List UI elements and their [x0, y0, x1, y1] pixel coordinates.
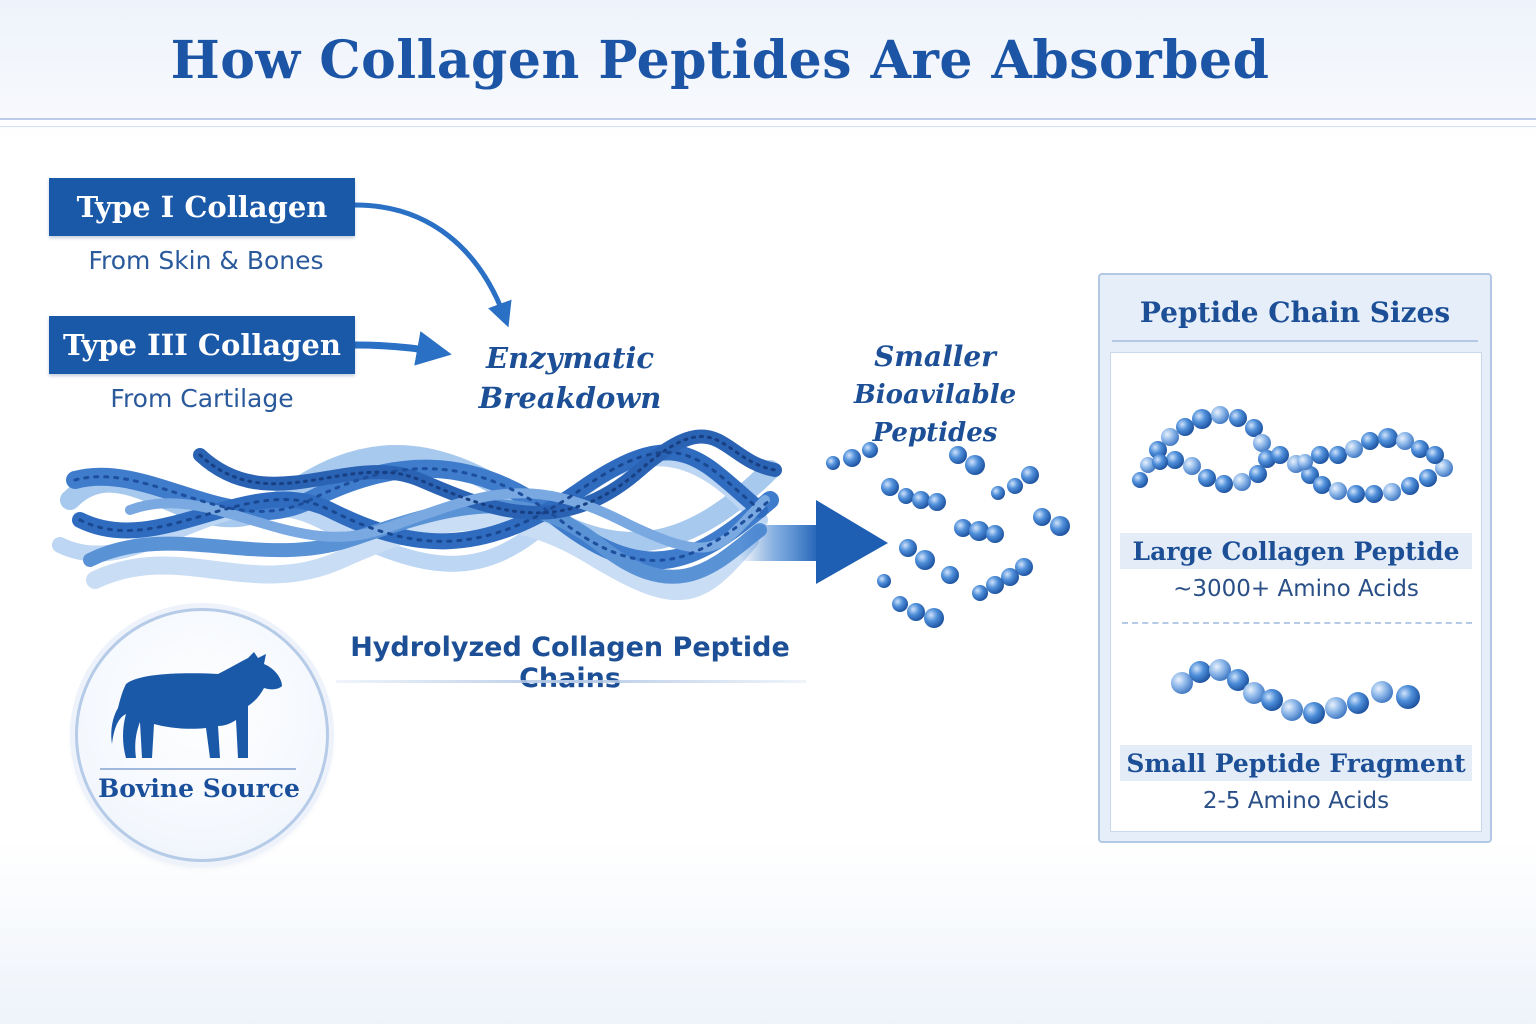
bovine-source-badge — [75, 608, 329, 862]
arrow-type1-to-breakdown — [354, 202, 512, 328]
smaller-line2: Bioavilable Peptides — [853, 380, 1017, 448]
large-peptide-label: Large Collagen Peptide — [1120, 533, 1472, 569]
enzymatic-line2: Breakdown — [478, 381, 662, 415]
type3-collagen-label: Type III Collagen — [49, 316, 355, 374]
large-peptide-size: ~3000+ Amino Acids — [1173, 576, 1419, 602]
type3-collagen-source: From Cartilage — [110, 384, 294, 413]
process-arrow — [740, 500, 888, 584]
small-peptide-size: 2-5 Amino Acids — [1202, 788, 1390, 814]
type1-collagen-label: Type I Collagen — [49, 178, 355, 236]
cow-icon — [111, 652, 282, 758]
panel-title-divider — [1112, 340, 1478, 342]
hydrolyzed-chains-label: Hydrolyzed Collagen Peptide Chains — [350, 632, 790, 694]
collagen-strands — [52, 429, 782, 601]
arrow-type3-to-breakdown — [354, 331, 452, 366]
panel-title: Peptide Chain Sizes — [1139, 296, 1451, 329]
panel-dashed-divider — [1122, 622, 1472, 624]
smaller-peptides-label: Smaller Bioavilable Peptides — [790, 338, 1080, 452]
chains-underline — [336, 680, 806, 683]
enzymatic-breakdown-label: Enzymatic Breakdown — [470, 338, 670, 418]
small-peptide-label: Small Peptide Fragment — [1120, 745, 1472, 781]
header-divider — [0, 118, 1536, 120]
page-title: How Collagen Peptides Are Absorbed — [170, 30, 1270, 91]
enzymatic-line1: Enzymatic — [485, 341, 655, 375]
bovine-divider — [100, 768, 296, 770]
header-band — [0, 0, 1536, 118]
bovine-source-label: Bovine Source — [98, 774, 300, 803]
type1-collagen-source: From Skin & Bones — [88, 246, 324, 275]
header-divider-thin — [0, 126, 1536, 127]
small-peptides — [826, 442, 1070, 628]
smaller-line1: Smaller — [874, 340, 996, 373]
